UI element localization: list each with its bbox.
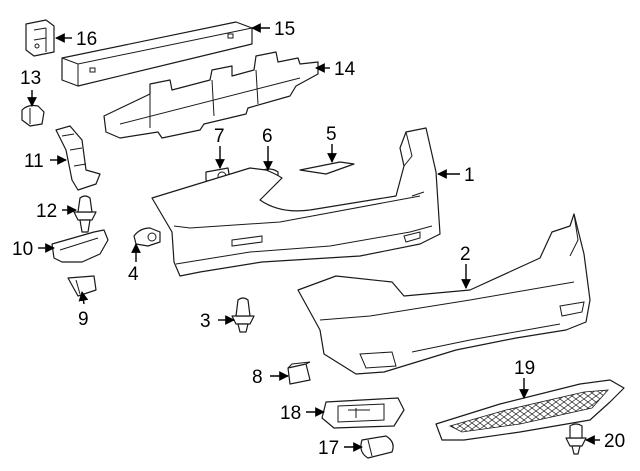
callout-6: 6	[262, 126, 273, 147]
part-15-reinforcement	[61, 21, 253, 87]
part-16-bracket	[25, 19, 55, 57]
callout-11: 11	[24, 151, 44, 172]
leader-lines	[27, 23, 600, 452]
callout-1: 1	[464, 165, 475, 186]
callout-16: 16	[76, 29, 97, 50]
callout-10: 10	[12, 239, 33, 260]
part-4-clip	[133, 227, 161, 247]
callout-20: 20	[604, 431, 625, 452]
leader-9	[78, 291, 89, 305]
part-3-clip	[231, 297, 255, 333]
callout-19: 19	[514, 358, 535, 379]
callout-12: 12	[36, 201, 57, 222]
callout-13: 13	[20, 68, 41, 89]
part-13-clip	[21, 104, 45, 127]
callout-14: 14	[334, 59, 356, 80]
part-14-absorber	[103, 51, 319, 139]
part-1-bumper-cover	[151, 127, 441, 277]
part-18-housing	[321, 397, 405, 429]
callout-5: 5	[326, 124, 337, 145]
callout-4: 4	[128, 264, 139, 285]
callout-15: 15	[274, 19, 295, 40]
part-5-pad	[299, 161, 355, 175]
callout-2: 2	[460, 244, 471, 265]
callout-labels: 16 15 14 13 11 12 10 9 4 7 6 5 1 2 3 8 1…	[12, 19, 625, 459]
callout-17: 17	[318, 438, 339, 459]
part-8-pad	[287, 361, 311, 385]
part-12-grommet	[73, 195, 97, 233]
part-10-bracket	[51, 229, 109, 263]
callout-18: 18	[280, 403, 301, 424]
part-17-lamp	[360, 435, 394, 459]
part-2-bumper-cover	[297, 213, 591, 375]
part-11-bracket	[55, 125, 101, 191]
callout-8: 8	[252, 367, 263, 388]
callout-3: 3	[200, 311, 211, 332]
callout-7: 7	[214, 126, 225, 147]
part-19-grille	[435, 379, 625, 441]
callout-9: 9	[78, 309, 89, 330]
part-20-clip	[565, 423, 587, 455]
